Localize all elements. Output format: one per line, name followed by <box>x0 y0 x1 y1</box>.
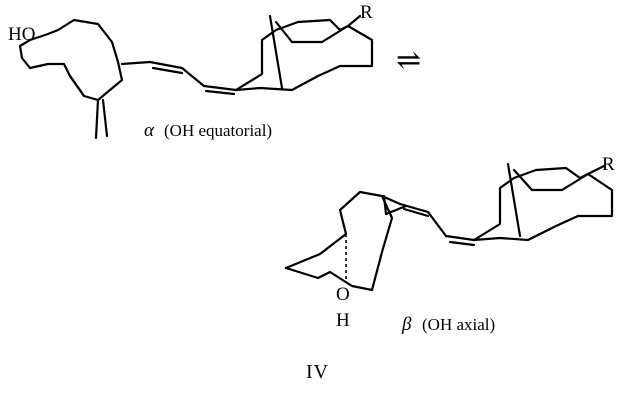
beta-c5-c6-bond <box>398 202 430 214</box>
beta-d-ring-bond <box>512 168 534 192</box>
beta-a-ring-bottom <box>284 266 320 280</box>
equilibrium-symbol: ⇌ <box>396 44 421 77</box>
beta-caption-symbol: β <box>401 314 412 335</box>
beta-h-label: H <box>336 310 350 331</box>
beta-angular-bond <box>506 162 522 238</box>
beta-r-bond <box>586 164 606 176</box>
alpha-caption-text: (OH equatorial) <box>164 121 272 140</box>
beta-caption-text: (OH axial) <box>422 315 495 334</box>
beta-c7-c8-double <box>448 240 476 247</box>
alpha-angular-bond <box>268 14 284 90</box>
beta-c5-c6-double <box>402 207 430 218</box>
equilibrium-arrows: ⇌ <box>396 44 421 77</box>
alpha-d-ring-bond <box>274 20 294 44</box>
alpha-r-label: R <box>360 2 373 23</box>
beta-side-chain-bond <box>560 172 590 192</box>
alpha-conformer: HO R α (OH equatorial) <box>8 2 374 141</box>
alpha-c7-c8-double <box>204 89 236 96</box>
alpha-c6-c7-bond <box>180 66 206 88</box>
alpha-c5-c6-bond <box>148 60 184 70</box>
alpha-a-ring <box>18 18 124 102</box>
beta-c6-c7-bond <box>426 210 448 238</box>
alpha-c-ring <box>234 18 342 92</box>
beta-c-ring-lower <box>472 172 614 242</box>
alpha-a-ring-inner <box>68 74 86 98</box>
beta-c-ring <box>472 166 582 242</box>
figure-number: IV <box>306 361 329 383</box>
beta-c7-c8-bond <box>444 234 476 242</box>
beta-a-ring <box>284 190 394 292</box>
beta-methylene-bond-2 <box>384 204 408 216</box>
alpha-chain-bond <box>120 60 152 66</box>
alpha-c5-c6-double <box>151 66 184 75</box>
alpha-side-chain-bond <box>320 24 350 44</box>
alpha-c7-c8-bond <box>202 84 238 92</box>
beta-conformer: R O H β (OH axial) <box>284 154 615 335</box>
alpha-ho-label: HO <box>8 24 35 45</box>
alpha-c-ring-lower <box>234 24 374 92</box>
beta-r-label: R <box>602 154 615 175</box>
alpha-methylene-bond-1 <box>94 98 100 140</box>
beta-o-label: O <box>336 284 350 305</box>
alpha-r-bond <box>346 14 362 28</box>
beta-methylene-bond-3 <box>382 194 388 216</box>
alpha-methylene-bond-2 <box>101 98 109 138</box>
alpha-caption-symbol: α <box>144 120 155 141</box>
